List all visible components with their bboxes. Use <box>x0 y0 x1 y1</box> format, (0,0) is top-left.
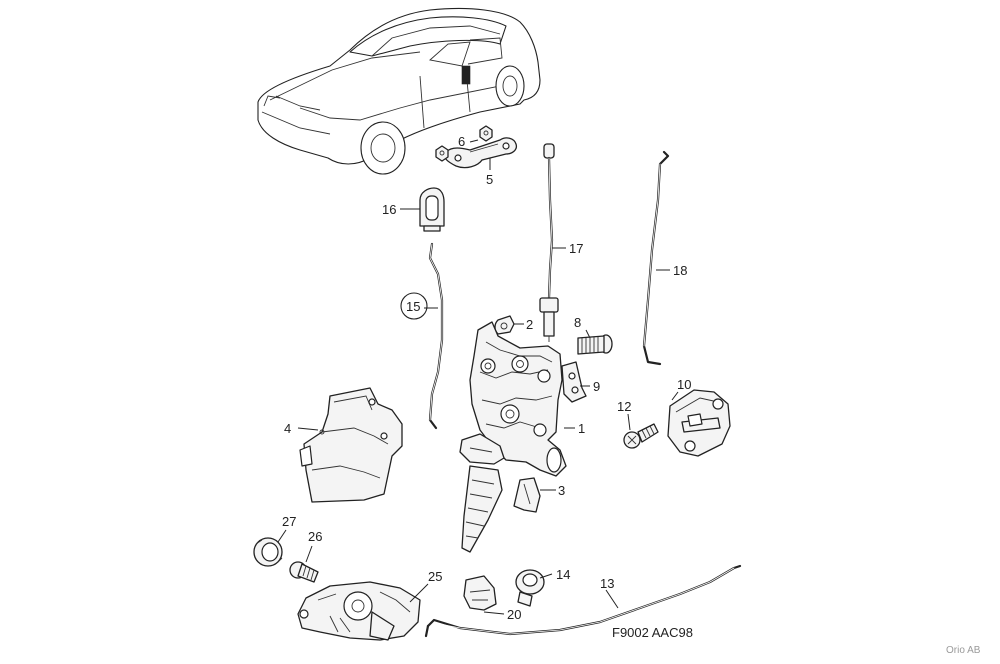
callout-26: 26 <box>308 529 322 544</box>
part-2-clip <box>494 315 515 335</box>
part-14-clip <box>515 569 545 607</box>
callout-2: 2 <box>526 317 533 332</box>
callout-27: 27 <box>282 514 296 529</box>
part-9-plate <box>561 361 587 403</box>
part-1-lock-mechanism <box>459 321 567 553</box>
callout-20: 20 <box>507 607 521 622</box>
callout-5: 5 <box>486 172 493 187</box>
car-overview-illustration <box>257 8 541 175</box>
part-16-clip <box>419 187 445 232</box>
callout-9: 9 <box>593 379 600 394</box>
callout-10: 10 <box>677 377 691 392</box>
part-17-rod <box>539 143 559 342</box>
callout-3: 3 <box>558 483 565 498</box>
callout-labels: 1 2 3 4 5 6 8 9 10 12 13 14 15 16 17 18 … <box>282 134 691 622</box>
part-20-clip <box>463 575 497 611</box>
part-4-cover <box>299 387 403 503</box>
callout-6: 6 <box>458 134 465 149</box>
part-3-bracket <box>513 477 541 513</box>
callout-15: 15 <box>406 299 420 314</box>
drawing-code: F9002 AAC98 <box>612 625 693 640</box>
copyright-notice: Orio AB <box>946 645 981 656</box>
part-15-rod <box>428 242 444 430</box>
callout-8: 8 <box>574 315 581 330</box>
part-5-bracket <box>444 137 518 169</box>
part-8-bolt <box>577 334 613 355</box>
part-26-bolt <box>289 561 319 583</box>
part-6-nut <box>435 125 493 162</box>
callout-1: 1 <box>578 421 585 436</box>
callout-16: 16 <box>382 202 396 217</box>
part-27-grommet <box>253 537 283 567</box>
part-18-rod <box>642 150 670 366</box>
part-10-striker <box>667 389 731 457</box>
callout-18: 18 <box>673 263 687 278</box>
callout-13: 13 <box>600 576 614 591</box>
callout-12: 12 <box>617 399 631 414</box>
part-13-rod <box>424 564 742 638</box>
leader-lines <box>277 139 679 615</box>
callout-14: 14 <box>556 567 570 582</box>
callout-25: 25 <box>428 569 442 584</box>
part-12-screw <box>623 423 659 449</box>
callout-15-highlight-ring <box>400 292 428 320</box>
part-25-actuator <box>297 581 421 641</box>
callout-17: 17 <box>569 241 583 256</box>
callout-4: 4 <box>284 421 291 436</box>
